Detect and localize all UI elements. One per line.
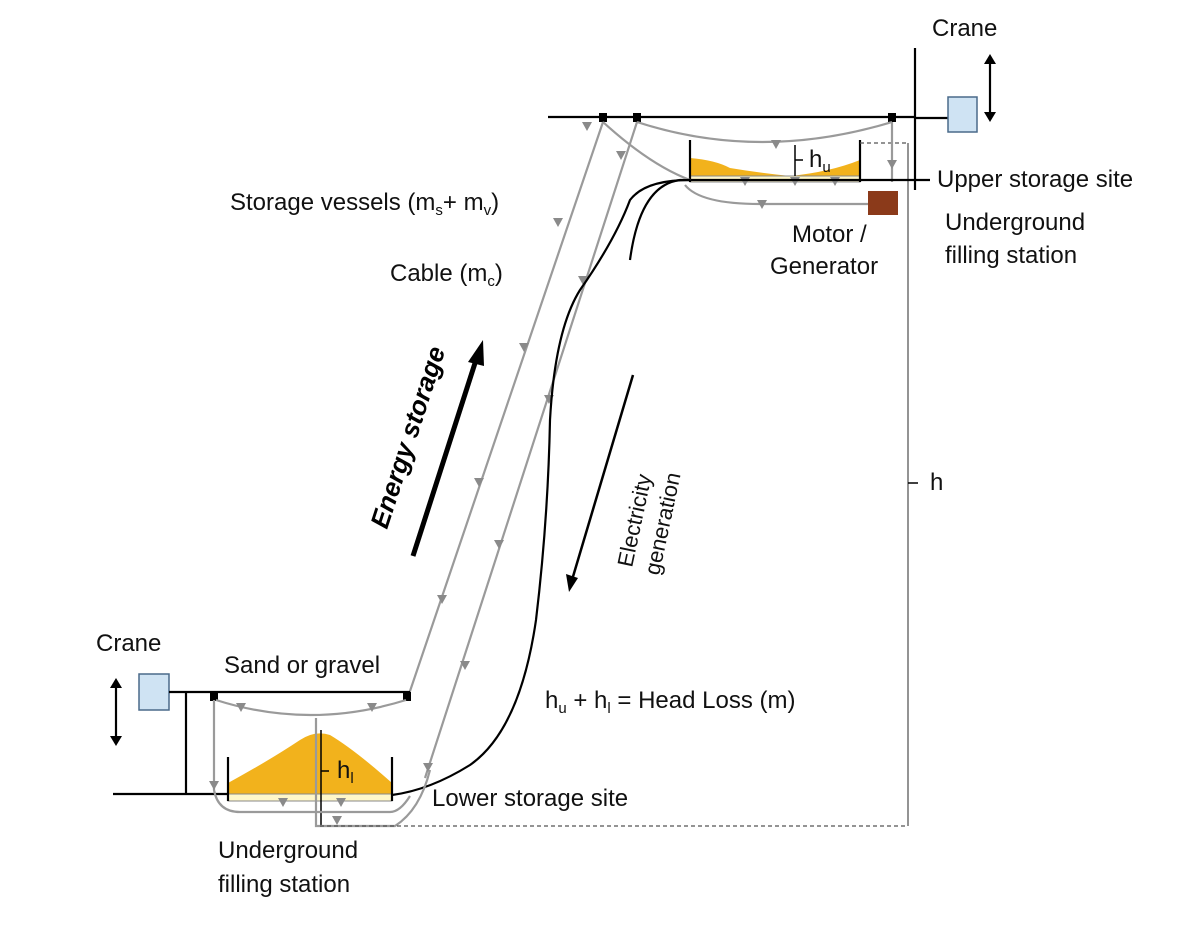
underground-filling-top-1: Underground — [945, 209, 1085, 236]
crane-top-box — [947, 96, 978, 133]
lower-sag-cable — [215, 698, 407, 717]
hoist-cable — [423, 121, 639, 779]
storage-vessels-label: Storage vessels (ms+ mv) — [230, 189, 499, 219]
motor-label-1: Motor / — [792, 221, 867, 248]
motor-generator-box — [868, 191, 898, 215]
hu-label: hu — [809, 146, 831, 176]
lower-pulley-1 — [210, 692, 218, 701]
underground-filling-bottom-1: Underground — [218, 837, 358, 864]
crane-bottom-box — [138, 673, 170, 711]
energy-storage-label: Energy storage — [364, 343, 451, 532]
upper-sag-cable — [636, 120, 893, 144]
lower-pulley-2 — [403, 692, 411, 701]
upper-sand-pile — [690, 158, 860, 180]
upper-pulley-2 — [633, 113, 641, 122]
hl-label: hl — [337, 757, 354, 787]
head-loss-label: hu + hl = Head Loss (m) — [545, 687, 795, 717]
crane-bottom-updown-arrow-icon — [110, 678, 122, 746]
cable-label: Cable (mc) — [390, 260, 503, 290]
terrain-profile — [391, 178, 691, 797]
crane-bottom-label: Crane — [96, 630, 161, 657]
lower-storage-site-label: Lower storage site — [432, 785, 628, 812]
underground-filling-top-2: filling station — [945, 242, 1077, 269]
upper-underground-cable — [684, 184, 868, 206]
upper-pulley-3 — [888, 113, 896, 122]
upper-pulley-1 — [599, 113, 607, 122]
crane-top-label: Crane — [932, 15, 997, 42]
underground-filling-bottom-2: filling station — [218, 871, 350, 898]
lower-storage-basin: hl — [226, 730, 394, 826]
h-label: h — [930, 469, 943, 496]
lower-sand-pile — [228, 733, 392, 794]
electricity-generation-arrow-icon — [566, 374, 635, 592]
upper-storage-site-label: Upper storage site — [937, 166, 1133, 193]
crane-top-updown-arrow-icon — [984, 54, 996, 122]
energy-storage-arrow-icon — [410, 340, 484, 557]
sand-gravel-label: Sand or gravel — [224, 652, 380, 679]
motor-label-2: Generator — [770, 253, 878, 280]
crane-top: Crane — [913, 15, 997, 190]
crane-bottom: Crane — [96, 630, 410, 793]
